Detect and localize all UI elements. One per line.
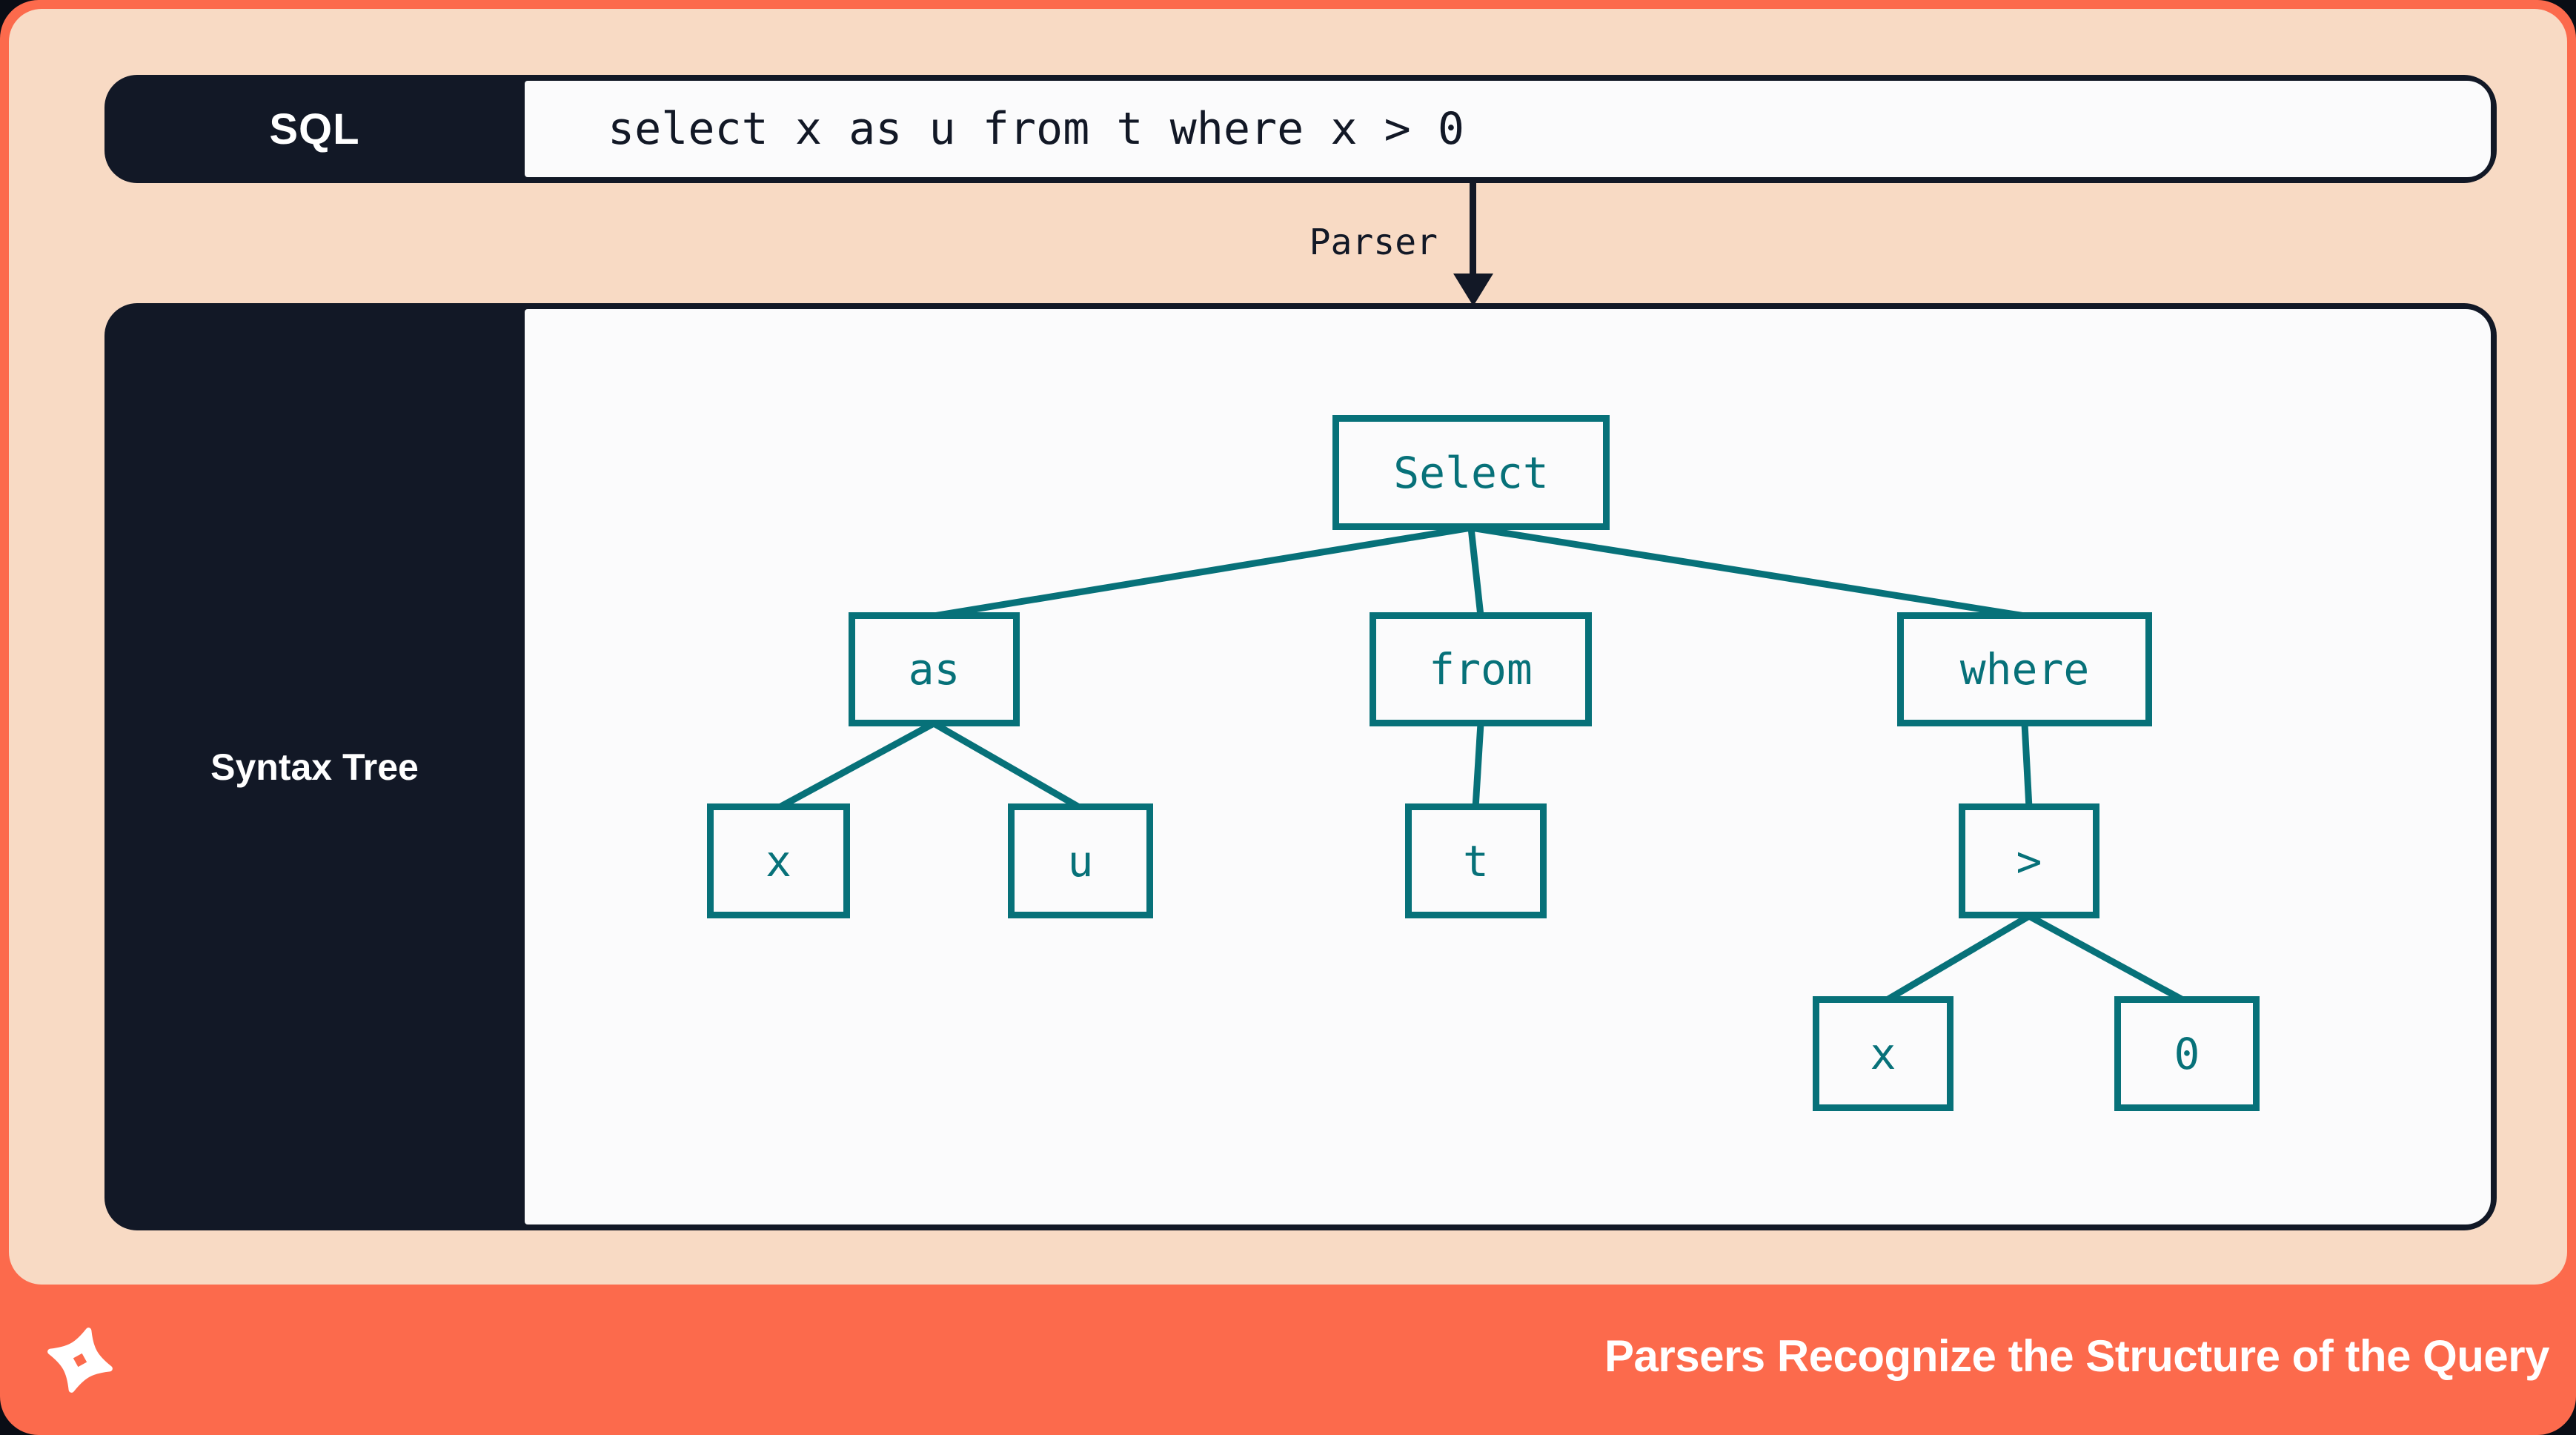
tree-node-as: as (849, 612, 1020, 726)
sql-bar-label: SQL (269, 105, 360, 153)
sql-query-field: select x as u from t where x > 0 (525, 81, 2491, 177)
tree-node-from: from (1370, 612, 1592, 726)
parser-arrow-head-icon (1453, 274, 1493, 306)
syntax-tree-panel-label: Syntax Tree (210, 746, 419, 788)
tree-node-zero: 0 (2114, 996, 2260, 1111)
tree-node-u: u (1008, 803, 1153, 918)
tree-node-select: Select (1332, 415, 1610, 530)
tree-node-where: where (1897, 612, 2152, 726)
sql-query-text: select x as u from t where x > 0 (608, 103, 1464, 155)
tree-node-t: t (1405, 803, 1547, 918)
tree-node-x2: x (1813, 996, 1953, 1111)
tree-node-gt: > (1959, 803, 2099, 918)
parser-label: Parser (1309, 222, 1438, 263)
pinwheel-logo-icon (47, 1328, 113, 1393)
parser-arrow-shaft (1470, 183, 1476, 278)
sql-bar: SQL select x as u from t where x > 0 (104, 75, 2497, 183)
footer-caption: Parsers Recognize the Structure of the Q… (1604, 1331, 2550, 1381)
tree-node-x1: x (707, 803, 850, 918)
